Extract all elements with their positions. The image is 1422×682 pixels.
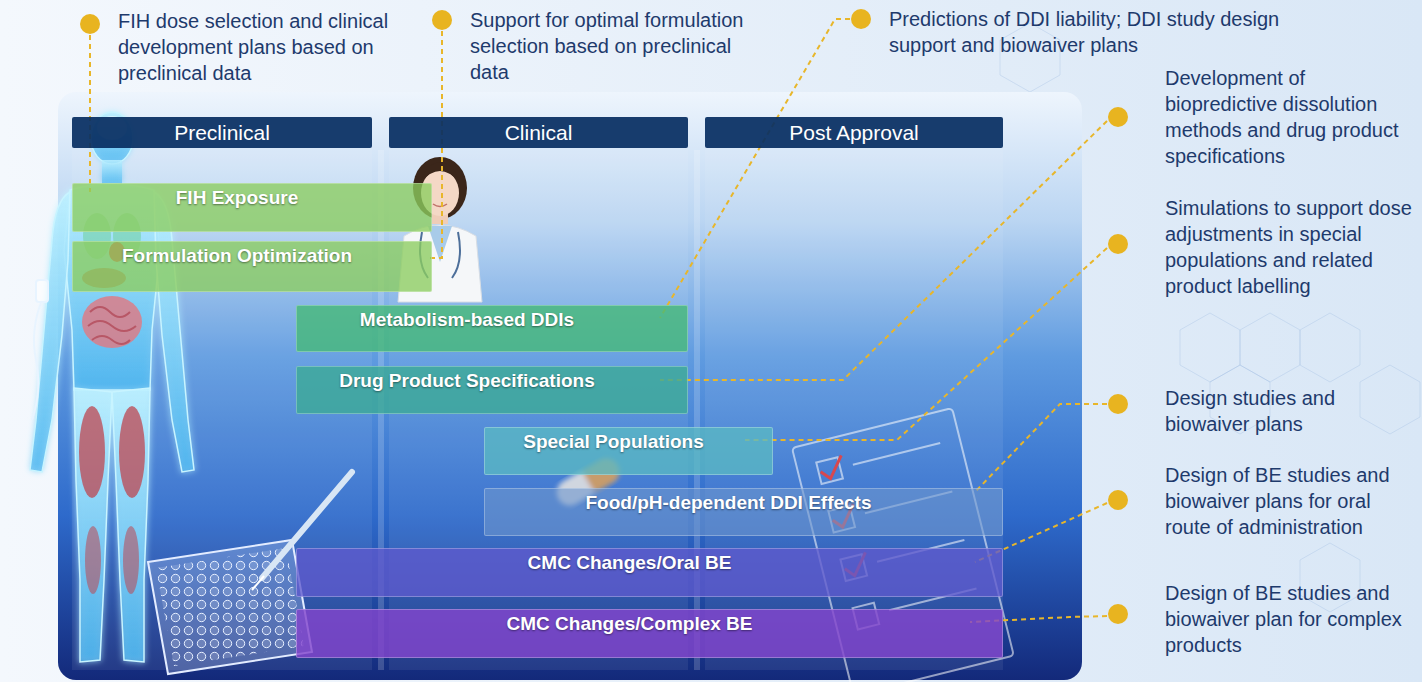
callout-dot [1108,394,1128,414]
activity-bar: CMC Changes/Complex BE [296,609,1003,658]
organ [82,296,142,348]
node-text: Preclinical [174,121,270,145]
callout-text: Design of BE studies and biowaiver plan … [1165,580,1419,658]
organ [88,307,136,344]
node-text: Food/pH-dependent DDI Effects [585,492,871,514]
activity-bar: FIH Exposure [72,183,432,232]
callout-dot [1108,234,1128,254]
node-text: Formulation Optimization [122,245,352,267]
human-body-figure [112,388,150,662]
organ [79,406,105,498]
node-text: Clinical [505,121,573,145]
node-text: Post Approval [789,121,919,145]
well-plate [148,540,312,674]
callout-dot [432,10,452,30]
phase-header: Clinical [389,117,688,148]
human-body-figure [30,192,70,472]
organ [119,406,145,498]
activity-bar: Food/pH-dependent DDI Effects [484,488,1003,536]
callout-text: Design of BE studies and biowaiver plans… [1165,462,1419,540]
callout-dot [851,9,871,29]
node-text: Drug Product Specifications [339,370,594,392]
hex-pattern [1300,313,1360,382]
human-body-figure [74,388,112,662]
hex-pattern [1360,365,1420,434]
callout-dot [1108,604,1128,624]
phase-header: Preclinical [72,117,372,148]
well-plate [148,540,312,674]
leader-line [660,121,1107,380]
hex-pattern [1240,313,1300,382]
human-body-figure [154,192,194,472]
callout-text: Development of biopredictive dissolution… [1165,65,1419,169]
callout-text: Support for optimal formulation selectio… [470,7,765,85]
callout-dot [80,9,1128,624]
iv-tube [36,280,48,302]
activity-bar: Special Populations [484,427,773,475]
node-text: CMC Changes/Complex BE [507,613,753,635]
activity-bar: Metabolism-based DDIs [296,305,688,352]
organ [123,526,139,594]
callout-dot [1108,107,1128,127]
callout-dot [1108,490,1128,510]
leader-line [90,19,1107,622]
iv-tube [32,280,48,420]
callout-text: Predictions of DDI liability; DDI study … [889,6,1299,58]
node-text: CMC Changes/Oral BE [528,552,732,574]
leader-line [975,404,1107,492]
node-text: Metabolism-based DDIs [360,309,574,331]
checklist [853,443,940,465]
callout-text: FIH dose selection and clinical developm… [118,8,408,86]
well-plate [156,548,304,666]
node-text: FIH Exposure [176,187,298,209]
node-text: Special Populations [523,431,704,453]
iv-tube [32,300,42,420]
pipette [252,576,264,590]
hex-pattern [1180,313,1240,382]
activity-bar: Formulation Optimization [72,241,432,292]
activity-bar: Drug Product Specifications [296,366,688,414]
doctor-figure [433,204,447,207]
column-strip [72,148,1003,670]
organ [85,526,101,594]
callout-text: Simulations to support dose adjustments … [1165,195,1419,299]
hex-pattern [1000,23,1060,92]
callout-text: Design studies and biowaiver plans [1165,385,1419,437]
phase-header: Post Approval [705,117,1003,148]
human-body-figure [102,160,122,184]
callout-dot [80,14,100,34]
leader-line [89,35,91,192]
doctor-figure [421,162,459,182]
timeline-panel [58,92,1082,680]
activity-bar: CMC Changes/Oral BE [296,548,1003,597]
leader-line [660,19,850,318]
